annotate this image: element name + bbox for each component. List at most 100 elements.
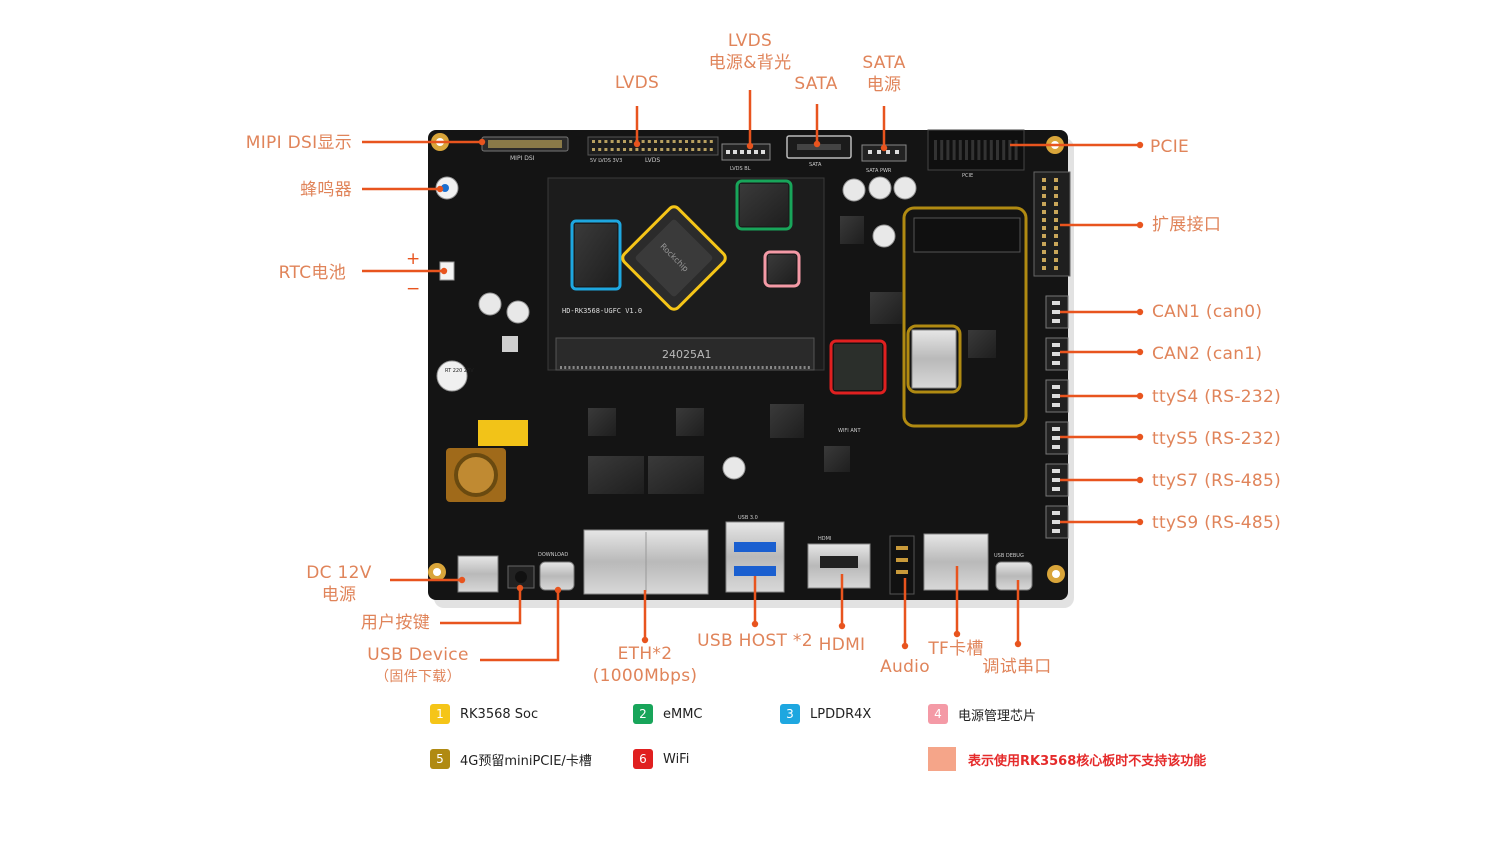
legend-badge: 3 xyxy=(780,704,800,724)
silk-rtc-cap: RT 220 25V xyxy=(445,368,474,374)
lpddr4x-chip xyxy=(575,224,617,286)
yellow-capacitor xyxy=(478,420,528,446)
label-lvds-power: LVDS 电源&背光 xyxy=(698,30,802,74)
side-connectors xyxy=(1045,295,1069,539)
legend-text: 电源管理芯片 xyxy=(958,708,1037,724)
legend-badge: 2 xyxy=(633,704,653,724)
minipcie-slot xyxy=(913,217,1021,253)
dc-jack xyxy=(457,555,499,593)
ext-pins xyxy=(1042,178,1058,270)
pmic-chip xyxy=(768,255,796,283)
legend-note: 表示使用RK3568核心板时不支持该功能 xyxy=(928,747,1206,771)
label-ethernet: ETH*2 (1000Mbps) xyxy=(586,643,704,687)
sim-slot xyxy=(911,329,957,389)
label-hdmi: HDMI xyxy=(818,635,866,655)
legend-text: eMMC xyxy=(663,706,703,722)
label-rtc-plus: + xyxy=(406,249,421,269)
legend-badge: 4 xyxy=(928,704,948,724)
leader-line xyxy=(440,588,522,625)
label-rtc-minus: − xyxy=(406,279,421,299)
usb-device-port xyxy=(539,561,575,591)
silk-wifi-ant: WIFI ANT xyxy=(838,428,862,434)
label-can2: CAN2 (can1) xyxy=(1152,344,1263,364)
pcie-slot xyxy=(927,129,1025,171)
capacitors xyxy=(436,176,917,480)
label-ethernet-main: ETH*2 xyxy=(617,644,673,664)
label-dc-12v-sub: 电源 xyxy=(321,585,357,605)
lvds-bl-pins xyxy=(726,150,765,154)
label-extension: 扩展接口 xyxy=(1152,215,1222,235)
label-ttys5: ttyS5 (RS-232) xyxy=(1152,429,1282,449)
label-can1: CAN1 (can0) xyxy=(1152,302,1263,322)
legend-item-4g: 5 4G预留miniPCIE/卡槽 xyxy=(430,749,592,769)
silk-pcie: PCIE xyxy=(962,173,973,179)
label-usb-device-main: USB Device xyxy=(367,645,469,665)
label-usb-host: USB HOST *2 xyxy=(697,631,813,651)
label-sata-power-main: SATA xyxy=(862,53,906,73)
wifi-highlight xyxy=(829,339,887,395)
label-ttys9: ttyS9 (RS-485) xyxy=(1152,513,1282,533)
legend-badge: 5 xyxy=(430,749,450,769)
core-board-socket xyxy=(555,337,815,371)
label-ethernet-sub: (1000Mbps) xyxy=(592,666,698,686)
wifi-module xyxy=(834,344,882,390)
label-buzzer: 蜂鸣器 xyxy=(300,180,352,200)
emmc-highlight xyxy=(735,179,793,231)
label-ttys4: ttyS4 (RS-232) xyxy=(1152,387,1282,407)
emmc-chip xyxy=(740,184,788,226)
silk-hdmi: HDMI xyxy=(818,536,831,542)
rtc-capacitor xyxy=(436,360,468,392)
label-mipi-dsi: MIPI DSI显示 xyxy=(245,133,352,153)
label-sata: SATA xyxy=(794,74,838,94)
silk-lvds: LVDS xyxy=(645,157,660,164)
silk-usb-debug: USB DEBUG xyxy=(994,553,1024,559)
silk-usb3: USB 3.0 xyxy=(738,515,758,521)
silk-lvds-pwr: 5V LVDS 3V3 xyxy=(590,158,622,164)
label-sata-power: SATA 电源 xyxy=(850,52,918,96)
legend-text: LPDDR4X xyxy=(810,706,872,722)
label-sata-power-sub: 电源 xyxy=(866,75,902,95)
label-dc-12v: DC 12V 电源 xyxy=(298,562,380,606)
label-lvds-power-main: LVDS xyxy=(727,31,773,51)
label-debug-uart: 调试串口 xyxy=(982,657,1052,677)
misc-chips xyxy=(588,216,996,494)
silk-sata-pwr: SATA PWR xyxy=(866,168,892,174)
soc-chip: Rockchip xyxy=(621,205,727,311)
legend-item-lpddr4x: 3 LPDDR4X xyxy=(780,704,871,724)
pcie-pins xyxy=(934,140,1018,160)
label-usb-device-sub: （固件下载） xyxy=(375,669,461,685)
leader-line xyxy=(480,590,560,662)
leader-lines xyxy=(362,90,1144,662)
silk-download: DOWNLOAD xyxy=(538,552,568,558)
sim-highlight xyxy=(906,324,962,394)
label-dc-12v-main: DC 12V xyxy=(306,563,372,583)
silk-lvds-bl: LVDS BL xyxy=(730,166,751,172)
legend-note-text: 表示使用RK3568核心板时不支持该功能 xyxy=(968,753,1207,769)
minipcie-highlight xyxy=(902,206,1028,428)
lvds-power-header xyxy=(721,143,771,161)
label-user-key: 用户按键 xyxy=(360,613,430,633)
lvds-pins xyxy=(592,140,713,151)
legend-note-swatch xyxy=(928,747,956,771)
label-tf-slot: TF卡槽 xyxy=(928,639,984,659)
label-ttys7: ttyS7 (RS-485) xyxy=(1152,471,1282,491)
silk-mipi: MIPI DSI xyxy=(510,155,535,162)
silk-sata: SATA xyxy=(809,162,822,168)
sata-pwr-pins xyxy=(868,150,899,154)
label-rtc-battery: RTC电池 xyxy=(278,263,346,283)
audio-jack xyxy=(889,535,915,595)
legend-item-soc: 1 RK3568 Soc xyxy=(430,704,538,724)
legend-badge: 6 xyxy=(633,749,653,769)
label-usb-device: USB Device （固件下载） xyxy=(360,644,476,688)
label-lvds-power-sub: 电源&背光 xyxy=(708,53,792,73)
label-pcie: PCIE xyxy=(1150,137,1190,157)
silk-core-code: 24025A1 xyxy=(662,348,712,361)
legend-item-wifi: 6 WiFi xyxy=(633,749,689,769)
lpddr4x-highlight xyxy=(570,219,622,291)
label-lvds: LVDS xyxy=(614,73,660,93)
lvds-header xyxy=(587,136,719,156)
silk-core-name: HD-RK3568-UGFC V1.0 xyxy=(562,307,642,315)
usb-debug-port xyxy=(995,561,1033,591)
